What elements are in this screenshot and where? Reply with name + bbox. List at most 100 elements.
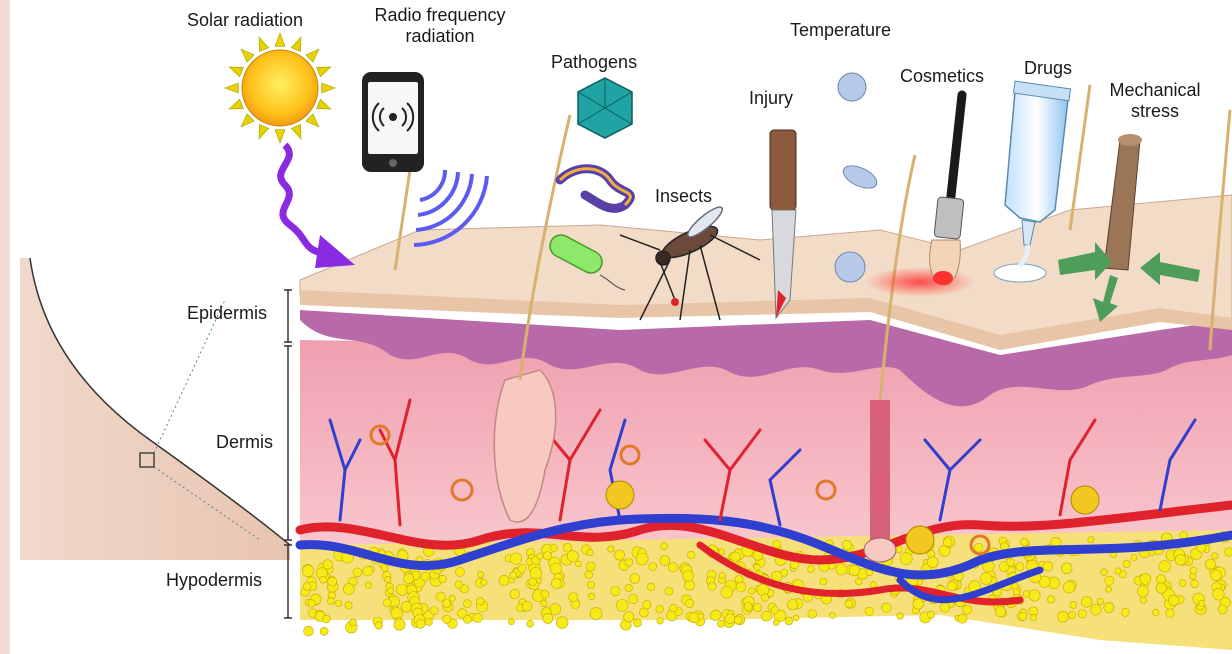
fat-cell — [1199, 600, 1205, 606]
fat-cell — [530, 567, 542, 579]
fat-cell — [686, 599, 694, 607]
fat-cell — [793, 615, 799, 621]
fat-cell — [958, 614, 967, 623]
fat-cell — [1101, 569, 1108, 576]
fat-cell — [687, 551, 695, 559]
fat-cell — [1121, 608, 1129, 616]
fat-cell — [335, 600, 342, 607]
fat-cell — [396, 584, 407, 595]
phone-icon — [362, 72, 424, 172]
fat-cell — [665, 587, 673, 595]
fat-cell — [508, 619, 514, 625]
fat-cell — [1068, 611, 1075, 618]
fat-cell — [718, 620, 725, 627]
fat-cell — [849, 565, 860, 576]
fat-cell — [913, 599, 924, 610]
fat-cell — [1081, 597, 1092, 608]
fat-cell — [510, 553, 522, 565]
fat-cell — [416, 619, 425, 628]
fat-cell — [1013, 589, 1020, 596]
fat-cell — [624, 612, 634, 622]
fat-cell — [388, 588, 394, 594]
fat-cell — [1058, 611, 1069, 622]
fat-cell — [736, 582, 746, 592]
fat-cell — [1137, 586, 1148, 597]
fat-cell — [1048, 596, 1055, 603]
fat-cell — [473, 613, 482, 622]
fat-cell — [587, 549, 593, 555]
fat-cell — [788, 600, 798, 610]
fat-cell — [1190, 567, 1197, 574]
fat-cell — [721, 587, 733, 599]
fat-cell — [510, 572, 517, 579]
fat-cell — [1175, 555, 1186, 566]
fat-cell — [1123, 560, 1130, 567]
fat-cell — [962, 605, 971, 614]
fat-cell — [383, 599, 391, 607]
fat-cell — [442, 615, 451, 624]
fat-cell — [421, 572, 430, 581]
fat-cell — [647, 583, 655, 591]
fat-cell — [375, 622, 382, 629]
fat-cell — [328, 577, 337, 586]
fat-cell — [590, 607, 602, 619]
fat-cell — [754, 564, 760, 570]
fat-cell — [980, 573, 992, 585]
label-drugs: Drugs — [1024, 58, 1072, 79]
fat-cell — [657, 618, 664, 625]
fat-cell — [731, 552, 741, 562]
fat-cell — [1030, 614, 1037, 621]
fat-cell — [668, 562, 678, 572]
fat-cell — [425, 618, 432, 625]
fat-cell — [543, 613, 553, 623]
fat-cell — [586, 562, 595, 571]
fat-cell — [556, 617, 568, 629]
fat-cell — [518, 564, 526, 572]
fat-cell — [302, 565, 314, 577]
label-radio-line1: Radio frequency — [355, 5, 525, 26]
fat-cell — [870, 582, 876, 588]
fat-cell — [1106, 586, 1112, 592]
fat-cell — [1007, 558, 1015, 566]
fat-cell — [363, 566, 373, 576]
fat-cell — [1115, 568, 1121, 574]
fat-cell — [711, 610, 721, 620]
label-mech-line1: Mechanical — [1095, 80, 1215, 101]
fat-cell — [303, 583, 311, 591]
fat-cell — [1070, 602, 1077, 609]
fat-cell — [630, 574, 640, 584]
fat-cell — [1021, 538, 1029, 546]
heat-glow — [865, 267, 975, 297]
fat-cell — [320, 576, 327, 583]
fat-cell — [1105, 576, 1114, 585]
fat-cell — [567, 551, 578, 562]
fat-cell — [365, 582, 372, 589]
fat-cell — [882, 603, 892, 613]
fat-cell — [477, 598, 485, 606]
fat-cell — [1213, 589, 1224, 600]
label-insects: Insects — [655, 186, 712, 207]
fat-cell — [588, 593, 594, 599]
fat-cell — [463, 615, 471, 623]
fat-cell — [1168, 595, 1179, 606]
fat-cell — [771, 607, 778, 614]
fat-cell — [734, 616, 742, 624]
fat-cell — [478, 571, 484, 577]
fat-cell — [683, 571, 694, 582]
fat-cell — [719, 549, 725, 555]
fat-cell — [842, 540, 851, 549]
fat-cell — [404, 574, 414, 584]
fat-cell — [350, 619, 357, 626]
fat-cell — [1131, 554, 1137, 560]
fat-cell — [1091, 605, 1102, 616]
fat-cell — [897, 613, 904, 620]
fat-cell — [684, 580, 694, 590]
fat-cell — [320, 627, 328, 635]
fat-cell — [633, 619, 641, 627]
fat-cell — [773, 540, 781, 548]
fat-cell — [865, 607, 874, 616]
fat-cell — [575, 561, 581, 567]
fat-cell — [1078, 610, 1086, 618]
fat-cell — [1212, 553, 1218, 559]
